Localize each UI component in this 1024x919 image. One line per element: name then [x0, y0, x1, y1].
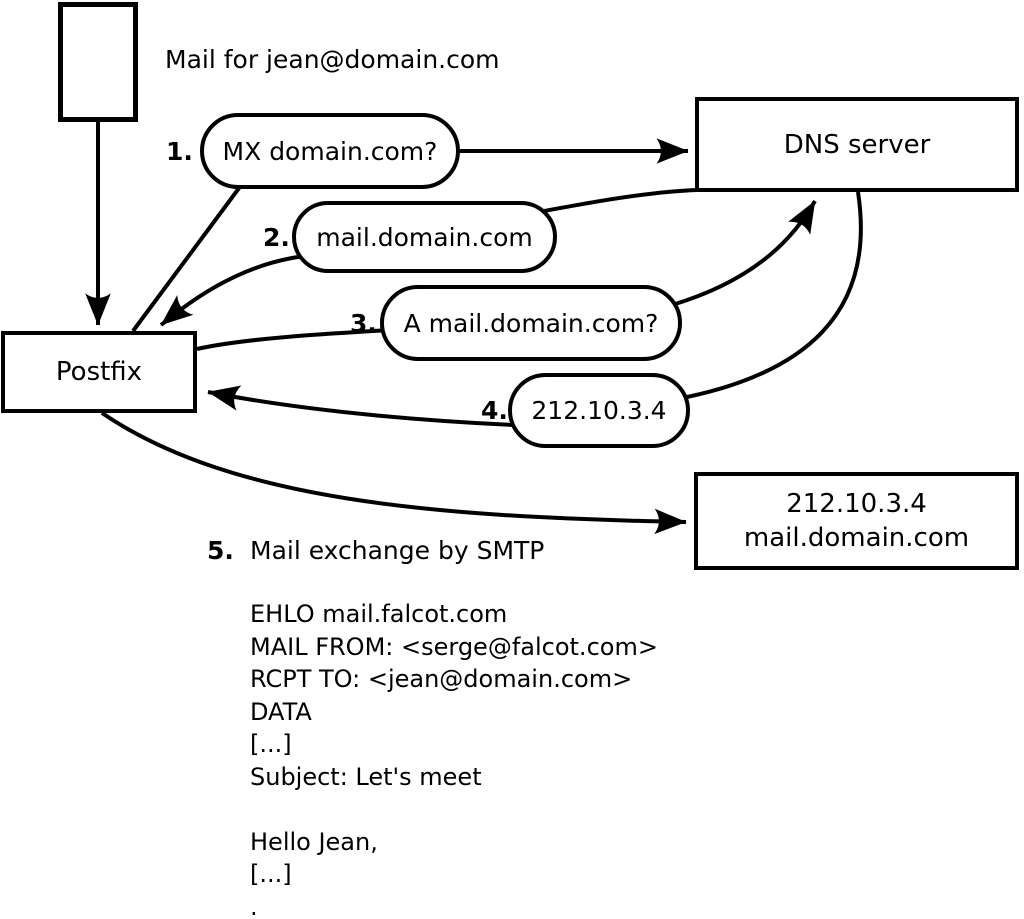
message-mx-query-label: MX domain.com?: [222, 136, 438, 166]
smtp-line: .: [250, 892, 258, 919]
message-mx-query: MX domain.com?: [200, 113, 460, 189]
smtp-line: Hello Jean,: [250, 827, 378, 856]
line-response4-from-dns: [659, 191, 863, 404]
smtp-line: DATA: [250, 697, 312, 726]
diagram-title: Mail for jean@domain.com: [165, 45, 500, 74]
message-mx-response: mail.domain.com: [292, 201, 557, 273]
postfix-node: Postfix: [1, 331, 197, 413]
smtp-line: [...]: [250, 860, 292, 888]
arrow-smtp-postfix-to-mailserver: [100, 411, 687, 535]
mail-server-node: 212.10.3.4 mail.domain.com: [694, 472, 1019, 570]
dns-server-node: DNS server: [695, 97, 1019, 192]
step-number-1: 1.: [166, 137, 193, 166]
message-a-query-label: A mail.domain.com?: [403, 308, 659, 338]
smtp-line: EHLO mail.falcot.com: [250, 600, 508, 628]
dns-server-label: DNS server: [783, 129, 931, 160]
mail-server-ip: 212.10.3.4: [786, 489, 927, 519]
smtp-session-transcript: EHLO mail.falcot.com MAIL FROM: <serge@f…: [250, 598, 658, 919]
smtp-line: Subject: Let's meet: [250, 762, 482, 791]
postfix-label: Postfix: [55, 357, 143, 387]
smtp-line: [250, 793, 658, 826]
line-query1-postfix-to-pill: [131, 178, 247, 333]
step-number-5: 5.: [207, 536, 234, 565]
smtp-line: MAIL FROM: <serge@falcot.com>: [250, 632, 658, 661]
step-number-2: 2.: [263, 223, 290, 252]
message-mx-response-label: mail.domain.com: [316, 222, 533, 252]
step-number-3: 3.: [350, 309, 377, 338]
mail-envelope-box: [58, 2, 138, 122]
smtp-line: [...]: [250, 730, 292, 758]
message-a-query: A mail.domain.com?: [380, 285, 682, 361]
step-number-4: 4.: [481, 396, 508, 425]
smtp-line: RCPT TO: <jean@domain.com>: [250, 665, 633, 693]
mail-server-hostname: mail.domain.com: [743, 523, 970, 553]
message-a-response: 212.10.3.4: [508, 373, 690, 448]
step5-label: Mail exchange by SMTP: [250, 536, 545, 565]
message-a-response-label: 212.10.3.4: [531, 396, 667, 425]
